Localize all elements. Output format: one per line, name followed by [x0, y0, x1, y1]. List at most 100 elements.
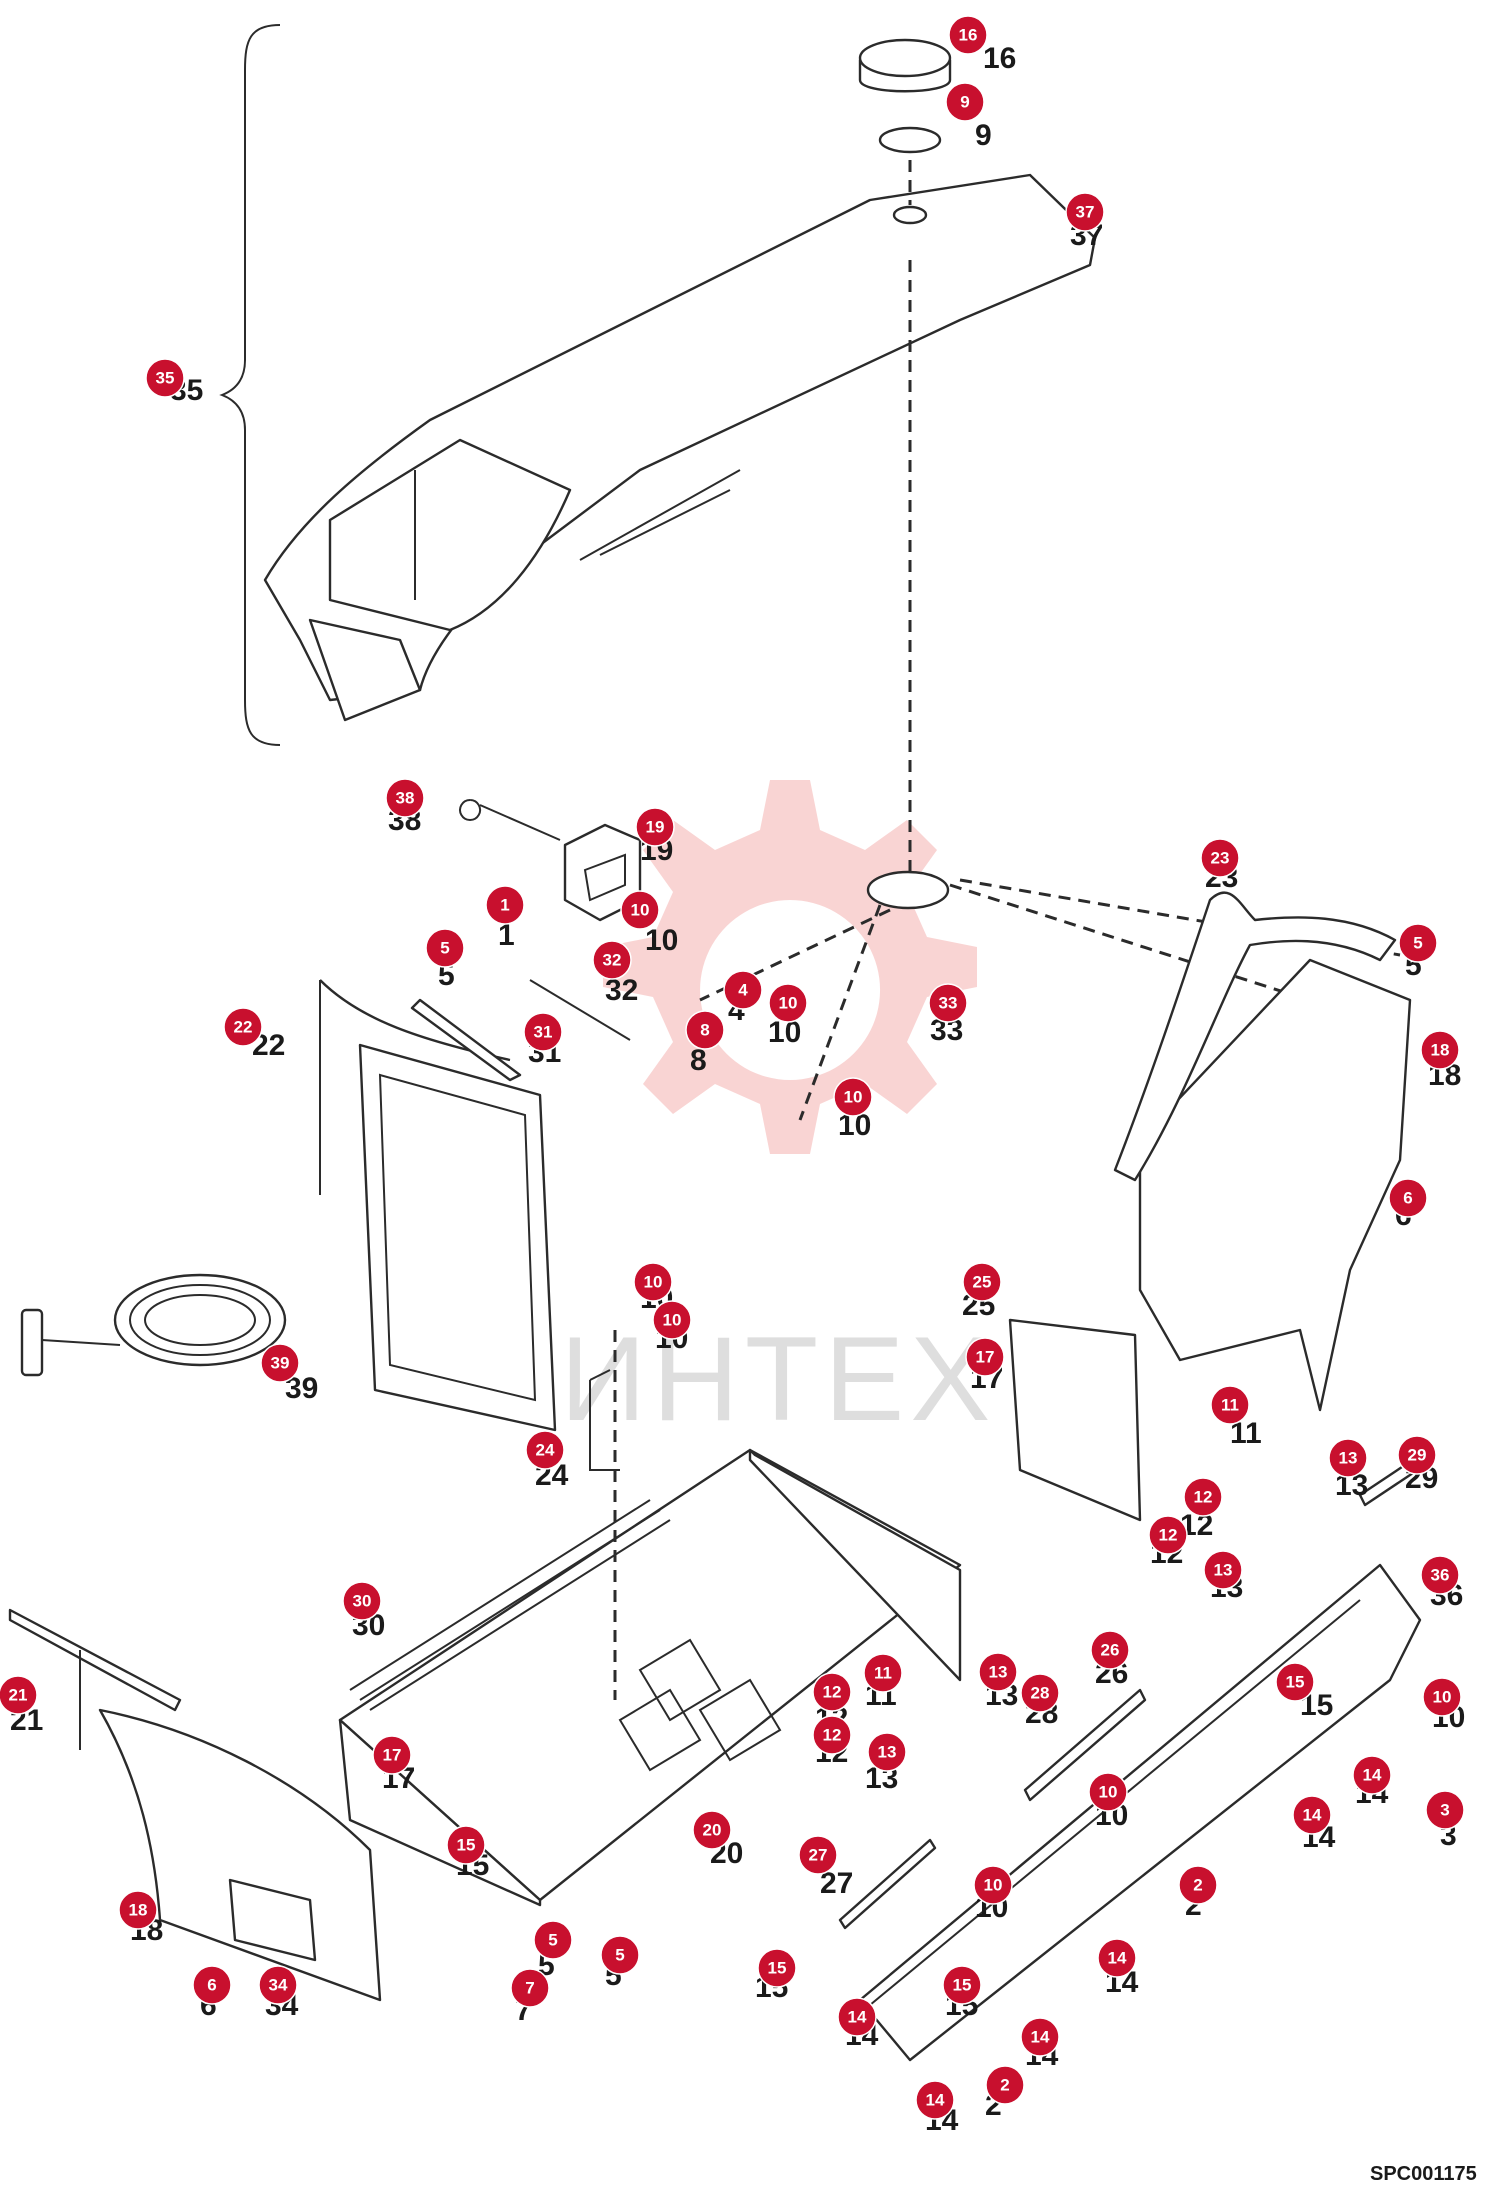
callout-marker — [1425, 1790, 1465, 1830]
rod — [529, 979, 631, 1041]
callout-number: 30 — [353, 1592, 372, 1611]
callout-3: 33 — [1425, 1790, 1465, 1852]
callout-marker — [1020, 1673, 1060, 1713]
callout-number: 5 — [615, 1946, 624, 1965]
callout-marker — [192, 1965, 232, 2005]
callout-marker — [973, 1865, 1013, 1905]
callout-number: 38 — [396, 789, 415, 808]
callout-number: 20 — [703, 1821, 722, 1840]
right-side-panel — [1113, 891, 1412, 1412]
vertical-rod — [589, 1369, 620, 1471]
callout-marker — [446, 1825, 486, 1865]
callout-marker — [510, 1968, 550, 2008]
callout-number: 14 — [1363, 1766, 1382, 1785]
callout-number: 14 — [1108, 1949, 1127, 1968]
callout-number: 31 — [534, 1023, 553, 1042]
callout-marker — [837, 1997, 877, 2037]
callout-marker — [425, 928, 465, 968]
callout-6: 66 — [1388, 1178, 1428, 1232]
callout-number: 14 — [1303, 1806, 1322, 1825]
callout-number: 27 — [809, 1846, 828, 1865]
callout-marker — [592, 940, 632, 980]
callout-number: 5 — [548, 1931, 557, 1950]
callout-2: 22 — [985, 2065, 1025, 2122]
callout-number: 17 — [383, 1746, 402, 1765]
callouts: 1616993737353538381919111010553232222231… — [0, 15, 1465, 2137]
callout-number: 2 — [1000, 2076, 1009, 2095]
callout-number: 12 — [823, 1726, 842, 1745]
callout-number: 3 — [1440, 1801, 1449, 1820]
callout-number: 37 — [1076, 203, 1095, 222]
callout-marker — [985, 2065, 1025, 2105]
callout-number: 10 — [663, 1311, 682, 1330]
key — [459, 799, 561, 841]
callout-1: 11 — [485, 885, 525, 952]
callout-marker — [942, 1965, 982, 2005]
callout-number: 21 — [9, 1686, 28, 1705]
callout-marker — [118, 1890, 158, 1930]
access-panel — [1008, 1318, 1142, 1522]
callout-marker — [915, 2080, 955, 2120]
callout-number: 12 — [1159, 1526, 1178, 1545]
callout-marker — [600, 1935, 640, 1975]
callout-marker — [962, 1262, 1002, 1302]
fuel-cap — [858, 38, 952, 93]
callout-marker — [948, 15, 988, 55]
callout-number: 8 — [700, 1021, 709, 1040]
callout-number: 13 — [989, 1663, 1008, 1682]
callout-5: 55 — [1398, 923, 1438, 982]
callout-number: 1 — [500, 896, 509, 915]
callout-number: 16 — [959, 26, 978, 45]
callout-number: 35 — [156, 369, 175, 388]
watermark-text: ИНТЕХ — [560, 1312, 996, 1446]
front-panel — [8, 1608, 382, 2002]
callout-number: 13 — [878, 1743, 897, 1762]
callout-marker — [1275, 1662, 1315, 1702]
callout-marker — [1097, 1938, 1137, 1978]
callout-number: 14 — [1031, 2028, 1050, 2047]
callout-marker — [372, 1735, 412, 1775]
callout-number: 18 — [1431, 1041, 1450, 1060]
callout-marker — [523, 1012, 563, 1052]
callout-number: 15 — [953, 1976, 972, 1995]
callout-marker — [1090, 1630, 1130, 1670]
callout-marker — [533, 1920, 573, 1960]
callout-marker — [145, 358, 185, 398]
callout-label: 9 — [975, 119, 992, 152]
callout-marker — [768, 983, 808, 1023]
callout-marker — [385, 778, 425, 818]
callout-23: 2323 — [1200, 838, 1240, 894]
callout-5: 55 — [425, 928, 465, 992]
callout-number: 13 — [1214, 1561, 1233, 1580]
callout-number: 10 — [1433, 1688, 1452, 1707]
callout-number: 15 — [1286, 1673, 1305, 1692]
callout-marker — [342, 1581, 382, 1621]
callout-number: 10 — [779, 994, 798, 1013]
cap-ring — [878, 126, 942, 154]
callout-marker — [1328, 1438, 1368, 1478]
